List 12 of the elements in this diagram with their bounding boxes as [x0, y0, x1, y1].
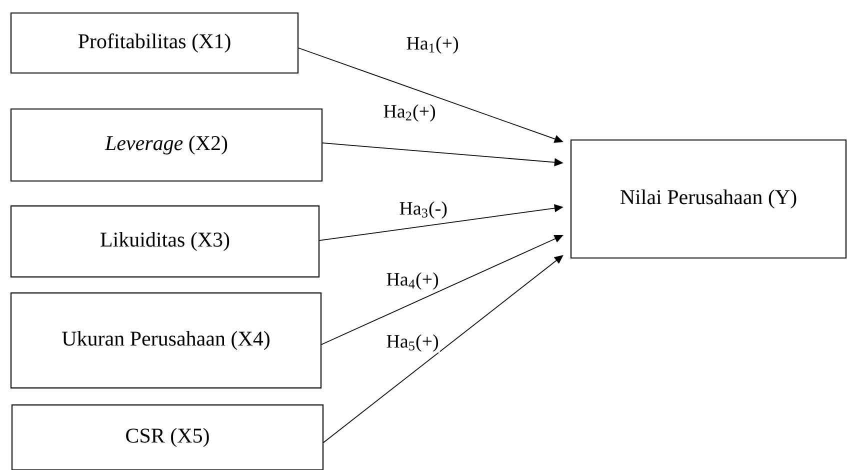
- variable-box: Leverage (X2): [10, 108, 323, 182]
- variable-box: Likuiditas (X3): [10, 205, 320, 278]
- variable-box: Profitabilitas (X1): [10, 12, 299, 74]
- edge-label: Ha$_{2}$(+): [382, 103, 437, 123]
- edge-label: Ha$_{5}$(+): [385, 333, 440, 353]
- edge-label: Ha$_{4}$(+): [385, 271, 440, 291]
- arrow: [323, 255, 564, 443]
- variable-box: CSR (X5): [11, 404, 324, 470]
- edge-label: Ha$_{1}$(+): [405, 35, 460, 55]
- outcome-box: Nilai Perusahaan (Y): [570, 139, 847, 259]
- variable-box: Ukuran Perusahaan (X4): [10, 292, 322, 389]
- edge-label: Ha$_{3}$(-): [398, 200, 448, 220]
